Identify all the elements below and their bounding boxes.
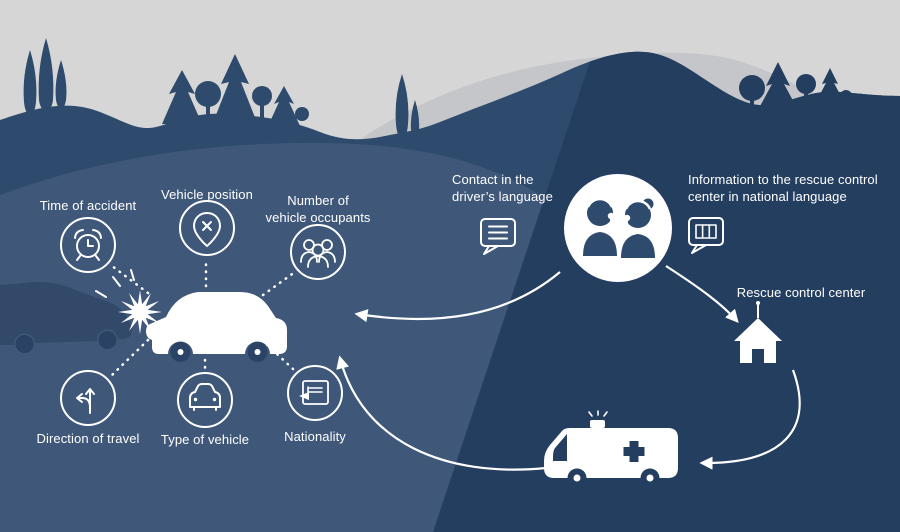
round-tree-icon [195, 81, 221, 107]
label-time-of-accident: Time of accident [39, 198, 137, 213]
vehicle-icon [177, 372, 233, 428]
ambulance-body [544, 428, 678, 478]
wheel-hub [254, 349, 261, 355]
house-door [752, 349, 764, 363]
headset-mic [603, 218, 613, 228]
pine-tree-icon [162, 70, 202, 124]
arrow-rescue-center-to-ambulance [699, 369, 801, 470]
ambulance-light [590, 420, 605, 428]
label-info-national-language: Information to the rescue control center… [688, 172, 878, 205]
medical-cross-icon [623, 447, 645, 456]
wheel-hub [177, 349, 184, 355]
headset-icon [586, 197, 614, 208]
flow-arrows [336, 265, 801, 471]
label-nationality: Nationality [284, 429, 346, 444]
windshield [553, 434, 567, 461]
round-tree-icon [796, 74, 816, 94]
cypress-tree-icon [23, 50, 37, 116]
white-car [146, 292, 287, 362]
tree-cluster-left [23, 38, 420, 140]
white-car-body [146, 292, 287, 354]
label-direction-of-travel: Direction of travel [36, 431, 140, 446]
arrow-operators-to-rescue-center [665, 265, 739, 323]
bush-icon [295, 107, 309, 121]
arrow-ambulance-to-car [336, 355, 547, 471]
speech-bubble-flag-icon [480, 218, 516, 255]
cypress-tree-icon [395, 74, 409, 140]
map-pin-icon [179, 200, 235, 256]
tree-trunk [750, 99, 754, 111]
label-contact-driver-language: Contact in the driver’s language [452, 172, 553, 205]
ambulance-icon [544, 410, 678, 488]
dark-car-wheel [98, 331, 117, 349]
round-tree-icon [739, 75, 765, 101]
impact-spark-lines [95, 269, 135, 298]
call-center-operators [564, 174, 672, 282]
dark-region-overlay [433, 51, 900, 532]
dotted-connectors [108, 259, 297, 379]
light-rays [588, 410, 608, 417]
operator-2-head [625, 202, 651, 228]
label-vehicle-position: Vehicle position [161, 187, 253, 202]
headset-earpad [607, 212, 615, 220]
label-vehicle-occupants: Number of vehicle occupants [265, 193, 371, 226]
pine-tree-icon [817, 68, 843, 100]
direction-arrows-icon [60, 370, 116, 426]
headset-icon [624, 199, 652, 210]
pine-tree-icon [268, 86, 300, 126]
cypress-tree-icon [38, 38, 54, 112]
impact-star-icon [118, 290, 162, 334]
antenna-tip [756, 301, 760, 305]
operator-1-head [587, 200, 613, 226]
alarm-clock-icon [60, 217, 116, 273]
rescue-center-house-icon [734, 301, 782, 363]
bush-icon [840, 90, 852, 102]
pine-tree-icon [214, 54, 256, 120]
dark-car-wheel [15, 335, 34, 353]
nationality-card-icon [287, 365, 343, 421]
round-tree-icon [252, 86, 272, 106]
house-roof [734, 318, 782, 341]
headset-earpad [623, 214, 631, 222]
operator-2-body [621, 234, 655, 258]
cypress-tree-icon [410, 100, 420, 140]
label-type-of-vehicle: Type of vehicle [160, 432, 250, 447]
pine-tree-icon [759, 62, 797, 108]
wheel-hub [646, 474, 654, 482]
tree-trunk [260, 104, 264, 122]
headset-mic [625, 220, 635, 230]
cypress-tree-icon [55, 60, 67, 110]
operator-1-body [583, 232, 617, 256]
tree-trunk [804, 92, 808, 102]
arrow-operators-to-car [354, 271, 561, 323]
label-rescue-control-center: Rescue control center [736, 285, 866, 300]
dark-car-silhouette [0, 281, 132, 345]
tree-cluster-right [739, 62, 852, 111]
speech-bubble-map-icon [688, 217, 724, 254]
wheel-hub [573, 474, 581, 482]
tree-trunk [206, 105, 210, 123]
occupants-icon [290, 224, 346, 280]
